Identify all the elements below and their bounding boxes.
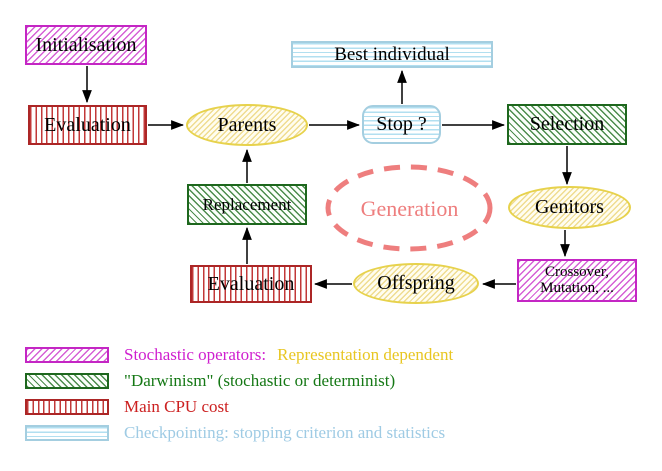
node-offspring: Offspring [353, 263, 479, 304]
legend-row-cpu-cost: Main CPU cost [25, 397, 453, 416]
legend-swatch-cyan-stripes [25, 425, 109, 441]
node-evaluation-top-label: Evaluation [44, 113, 131, 136]
legend-row-checkpointing: Checkpointing: stopping criterion and st… [25, 423, 453, 442]
node-replacement-label: Replacement [202, 194, 292, 214]
legend-label-stochastic-operators: Stochastic operators: [124, 345, 267, 364]
node-initialisation: Initialisation [25, 25, 147, 65]
node-crossover-label-line2: Mutation, ... [540, 279, 614, 296]
node-initialisation-label: Initialisation [35, 33, 137, 56]
node-genitors: Genitors [508, 186, 631, 229]
node-genitors-label: Genitors [535, 196, 604, 218]
legend-swatch-red-stripes [25, 399, 109, 415]
legend: Stochastic operators: Representation dep… [25, 345, 454, 451]
node-parents-label: Parents [217, 113, 277, 136]
node-crossover-label-line1: Crossover, [545, 263, 609, 280]
node-offspring-label: Offspring [377, 272, 455, 294]
node-crossover-mutation: Crossover, Mutation, ... [517, 259, 637, 302]
legend-row-stochastic: Stochastic operators: Representation dep… [25, 345, 454, 364]
node-replacement: Replacement [187, 184, 307, 225]
node-generation: Generation [327, 186, 492, 231]
node-selection: Selection [507, 104, 627, 145]
legend-label-representation-dependent: Representation dependent [277, 345, 454, 364]
node-evaluation-bottom-label: Evaluation [207, 272, 295, 295]
node-stop-label: Stop ? [376, 113, 427, 135]
legend-row-darwinism: "Darwinism" (stochastic or determinist) [25, 371, 453, 390]
node-parents: Parents [186, 104, 308, 146]
legend-swatch-magenta-hatch [25, 347, 109, 363]
node-selection-label: Selection [529, 113, 605, 135]
legend-label-main-cpu-cost: Main CPU cost [124, 397, 229, 416]
node-stop: Stop ? [362, 105, 441, 144]
node-generation-label: Generation [360, 195, 459, 221]
legend-label-darwinism: "Darwinism" (stochastic or determinist) [124, 371, 396, 390]
node-evaluation-bottom: Evaluation [190, 265, 312, 303]
node-evaluation-top: Evaluation [28, 105, 147, 145]
node-best-individual-label: Best individual [334, 43, 450, 65]
legend-swatch-green-hatch [25, 373, 109, 389]
node-best-individual: Best individual [291, 41, 493, 68]
legend-label-checkpointing: Checkpointing: stopping criterion and st… [124, 423, 446, 442]
